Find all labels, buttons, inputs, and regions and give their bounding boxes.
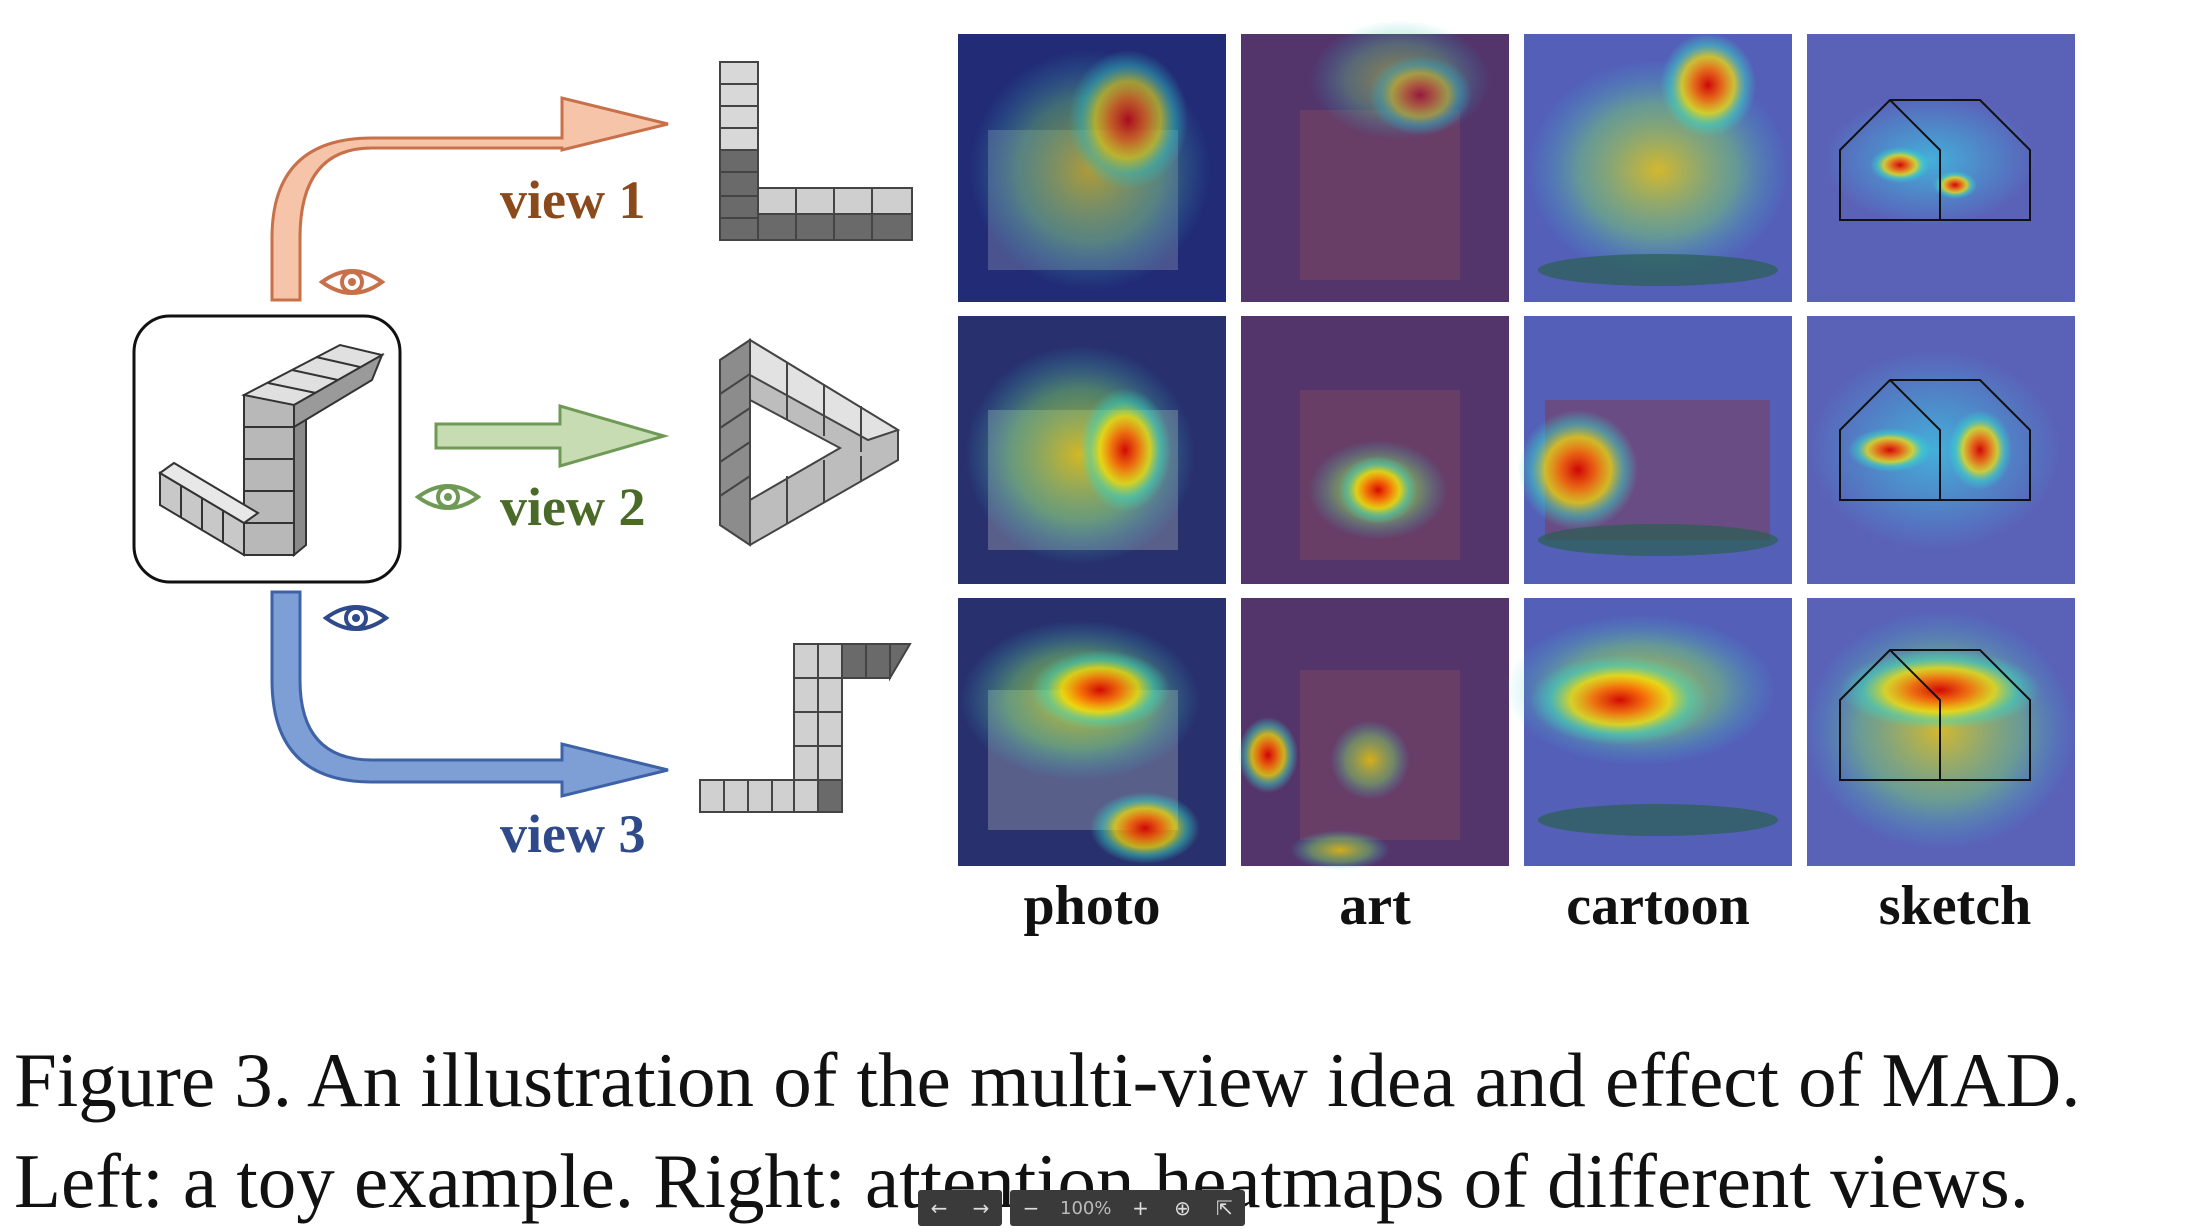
view-1-shape [719, 61, 913, 241]
collapse-icon[interactable]: ⇱ [1216, 1196, 1233, 1220]
page-navigation: ← → [918, 1190, 1002, 1226]
impossible-shape-icon [158, 343, 385, 558]
eye-icon [414, 484, 482, 510]
arrow-left-icon[interactable]: ← [930, 1196, 948, 1220]
eye-icon [318, 269, 386, 295]
column-label-art: art [1339, 875, 1411, 937]
pdf-viewer-toolbar: ← → − 100% + ⊕ ⇱ [918, 1190, 1282, 1226]
view3-arrow [270, 590, 669, 798]
heatmap-sketch-view1 [1807, 34, 2075, 302]
caption-line-1: Figure 3. An illustration of the multi-v… [14, 1037, 2081, 1123]
heatmap-cartoon-view1 [1524, 33, 1792, 302]
heatmap-sketch-view3 [1805, 598, 2075, 866]
heatmap-art-view3 [1238, 598, 1509, 870]
plus-icon[interactable]: + [1132, 1196, 1149, 1220]
view-2-label: view 2 [500, 477, 645, 537]
view-1-label: view 1 [500, 170, 645, 230]
zoom-level: 100% [1060, 1197, 1112, 1219]
heatmap-row-3 [958, 598, 2075, 870]
column-label-sketch: sketch [1879, 875, 2031, 937]
view1-arrow [270, 96, 669, 302]
arrow-right-icon[interactable]: → [972, 1196, 990, 1220]
heatmap-row-1 [958, 20, 2075, 302]
heatmap-cartoon-view2 [1518, 316, 1792, 584]
column-label-cartoon: cartoon [1566, 875, 1750, 937]
fit-page-icon[interactable]: ⊕ [1174, 1196, 1191, 1220]
heatmap-photo-view2 [958, 316, 1226, 584]
view-3-shape [699, 643, 912, 813]
heatmap-row-2 [958, 316, 2075, 584]
heatmap-cartoon-view3 [1505, 598, 1792, 866]
minus-icon[interactable]: − [1022, 1196, 1040, 1220]
view-2-shape [719, 338, 901, 547]
heatmap-photo-view3 [958, 598, 1226, 866]
view2-arrow [434, 404, 670, 468]
toy-example [132, 314, 402, 584]
heatmap-photo-view1 [958, 34, 1226, 302]
heatmap-art-view2 [1241, 316, 1509, 584]
eye-icon [322, 605, 390, 631]
column-label-photo: photo [1024, 875, 1161, 937]
heatmap-art-view1 [1241, 20, 1509, 302]
view-3-label: view 3 [500, 804, 645, 864]
heatmap-sketch-view2 [1807, 316, 2075, 584]
zoom-controls: − 100% + ⊕ ⇱ [1010, 1190, 1246, 1226]
